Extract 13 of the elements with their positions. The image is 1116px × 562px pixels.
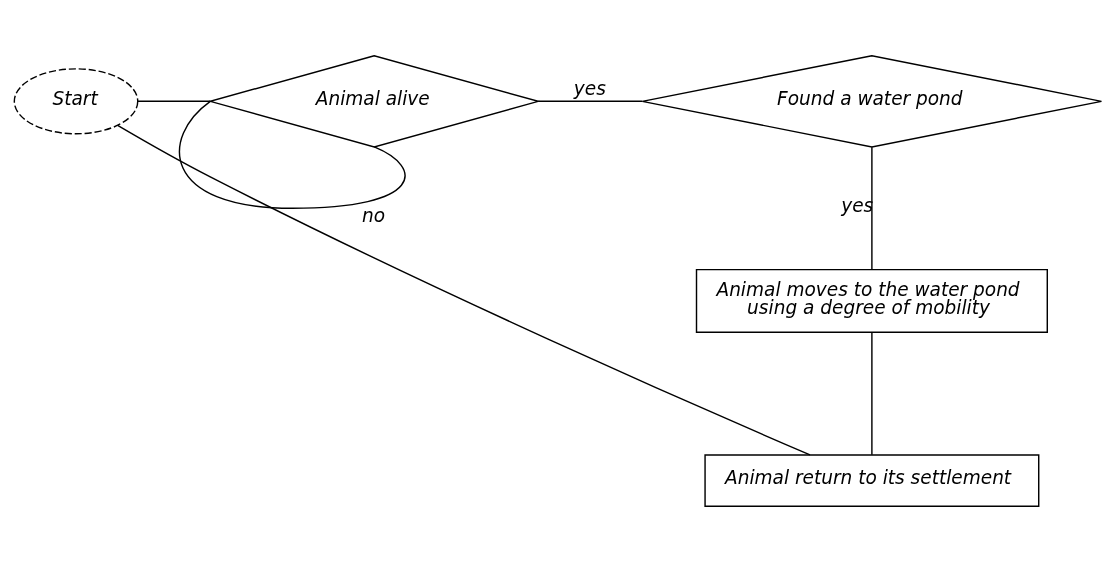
connector xyxy=(116,124,811,456)
node-box: Animal return to its settlement xyxy=(704,454,1040,507)
connector xyxy=(871,332,873,456)
node-ellipse: Start xyxy=(13,68,139,135)
connector xyxy=(537,100,643,103)
connector xyxy=(136,100,211,103)
connector xyxy=(871,146,873,271)
edge-label: yes xyxy=(573,77,606,99)
node-diamond: Found a water pond xyxy=(641,54,1103,148)
node-diamond: Animal alive xyxy=(207,54,541,148)
node-box: Animal moves to the water pond using a degree of mobility xyxy=(695,268,1048,334)
edge-label: no xyxy=(362,204,386,226)
connector xyxy=(179,100,406,209)
